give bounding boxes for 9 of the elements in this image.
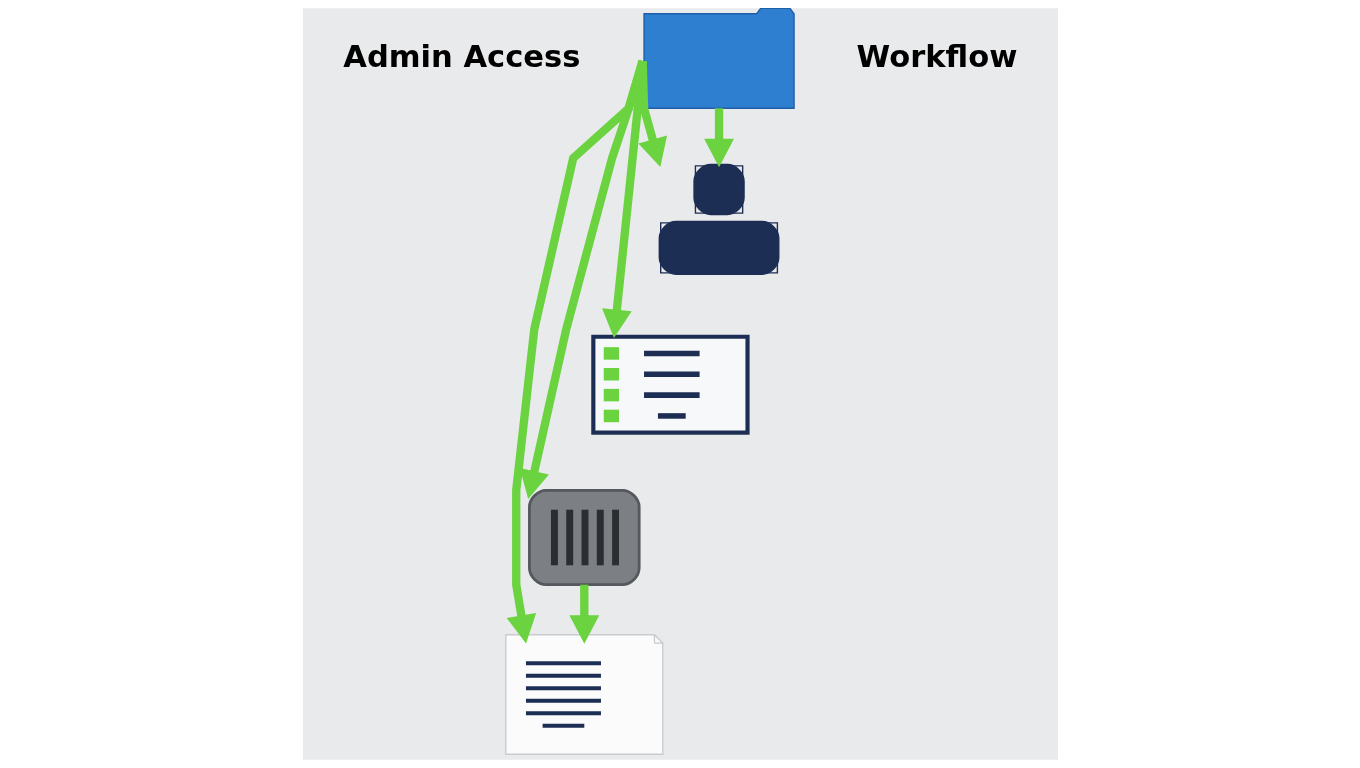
label: Workflow xyxy=(856,39,1017,75)
arrow xyxy=(519,59,647,499)
label: Admin Access xyxy=(342,39,580,75)
node-folder xyxy=(642,8,795,109)
arrow xyxy=(703,108,734,168)
arrow xyxy=(568,584,599,644)
arrow xyxy=(601,60,647,339)
arrow xyxy=(506,59,647,644)
node-bin xyxy=(527,488,641,587)
